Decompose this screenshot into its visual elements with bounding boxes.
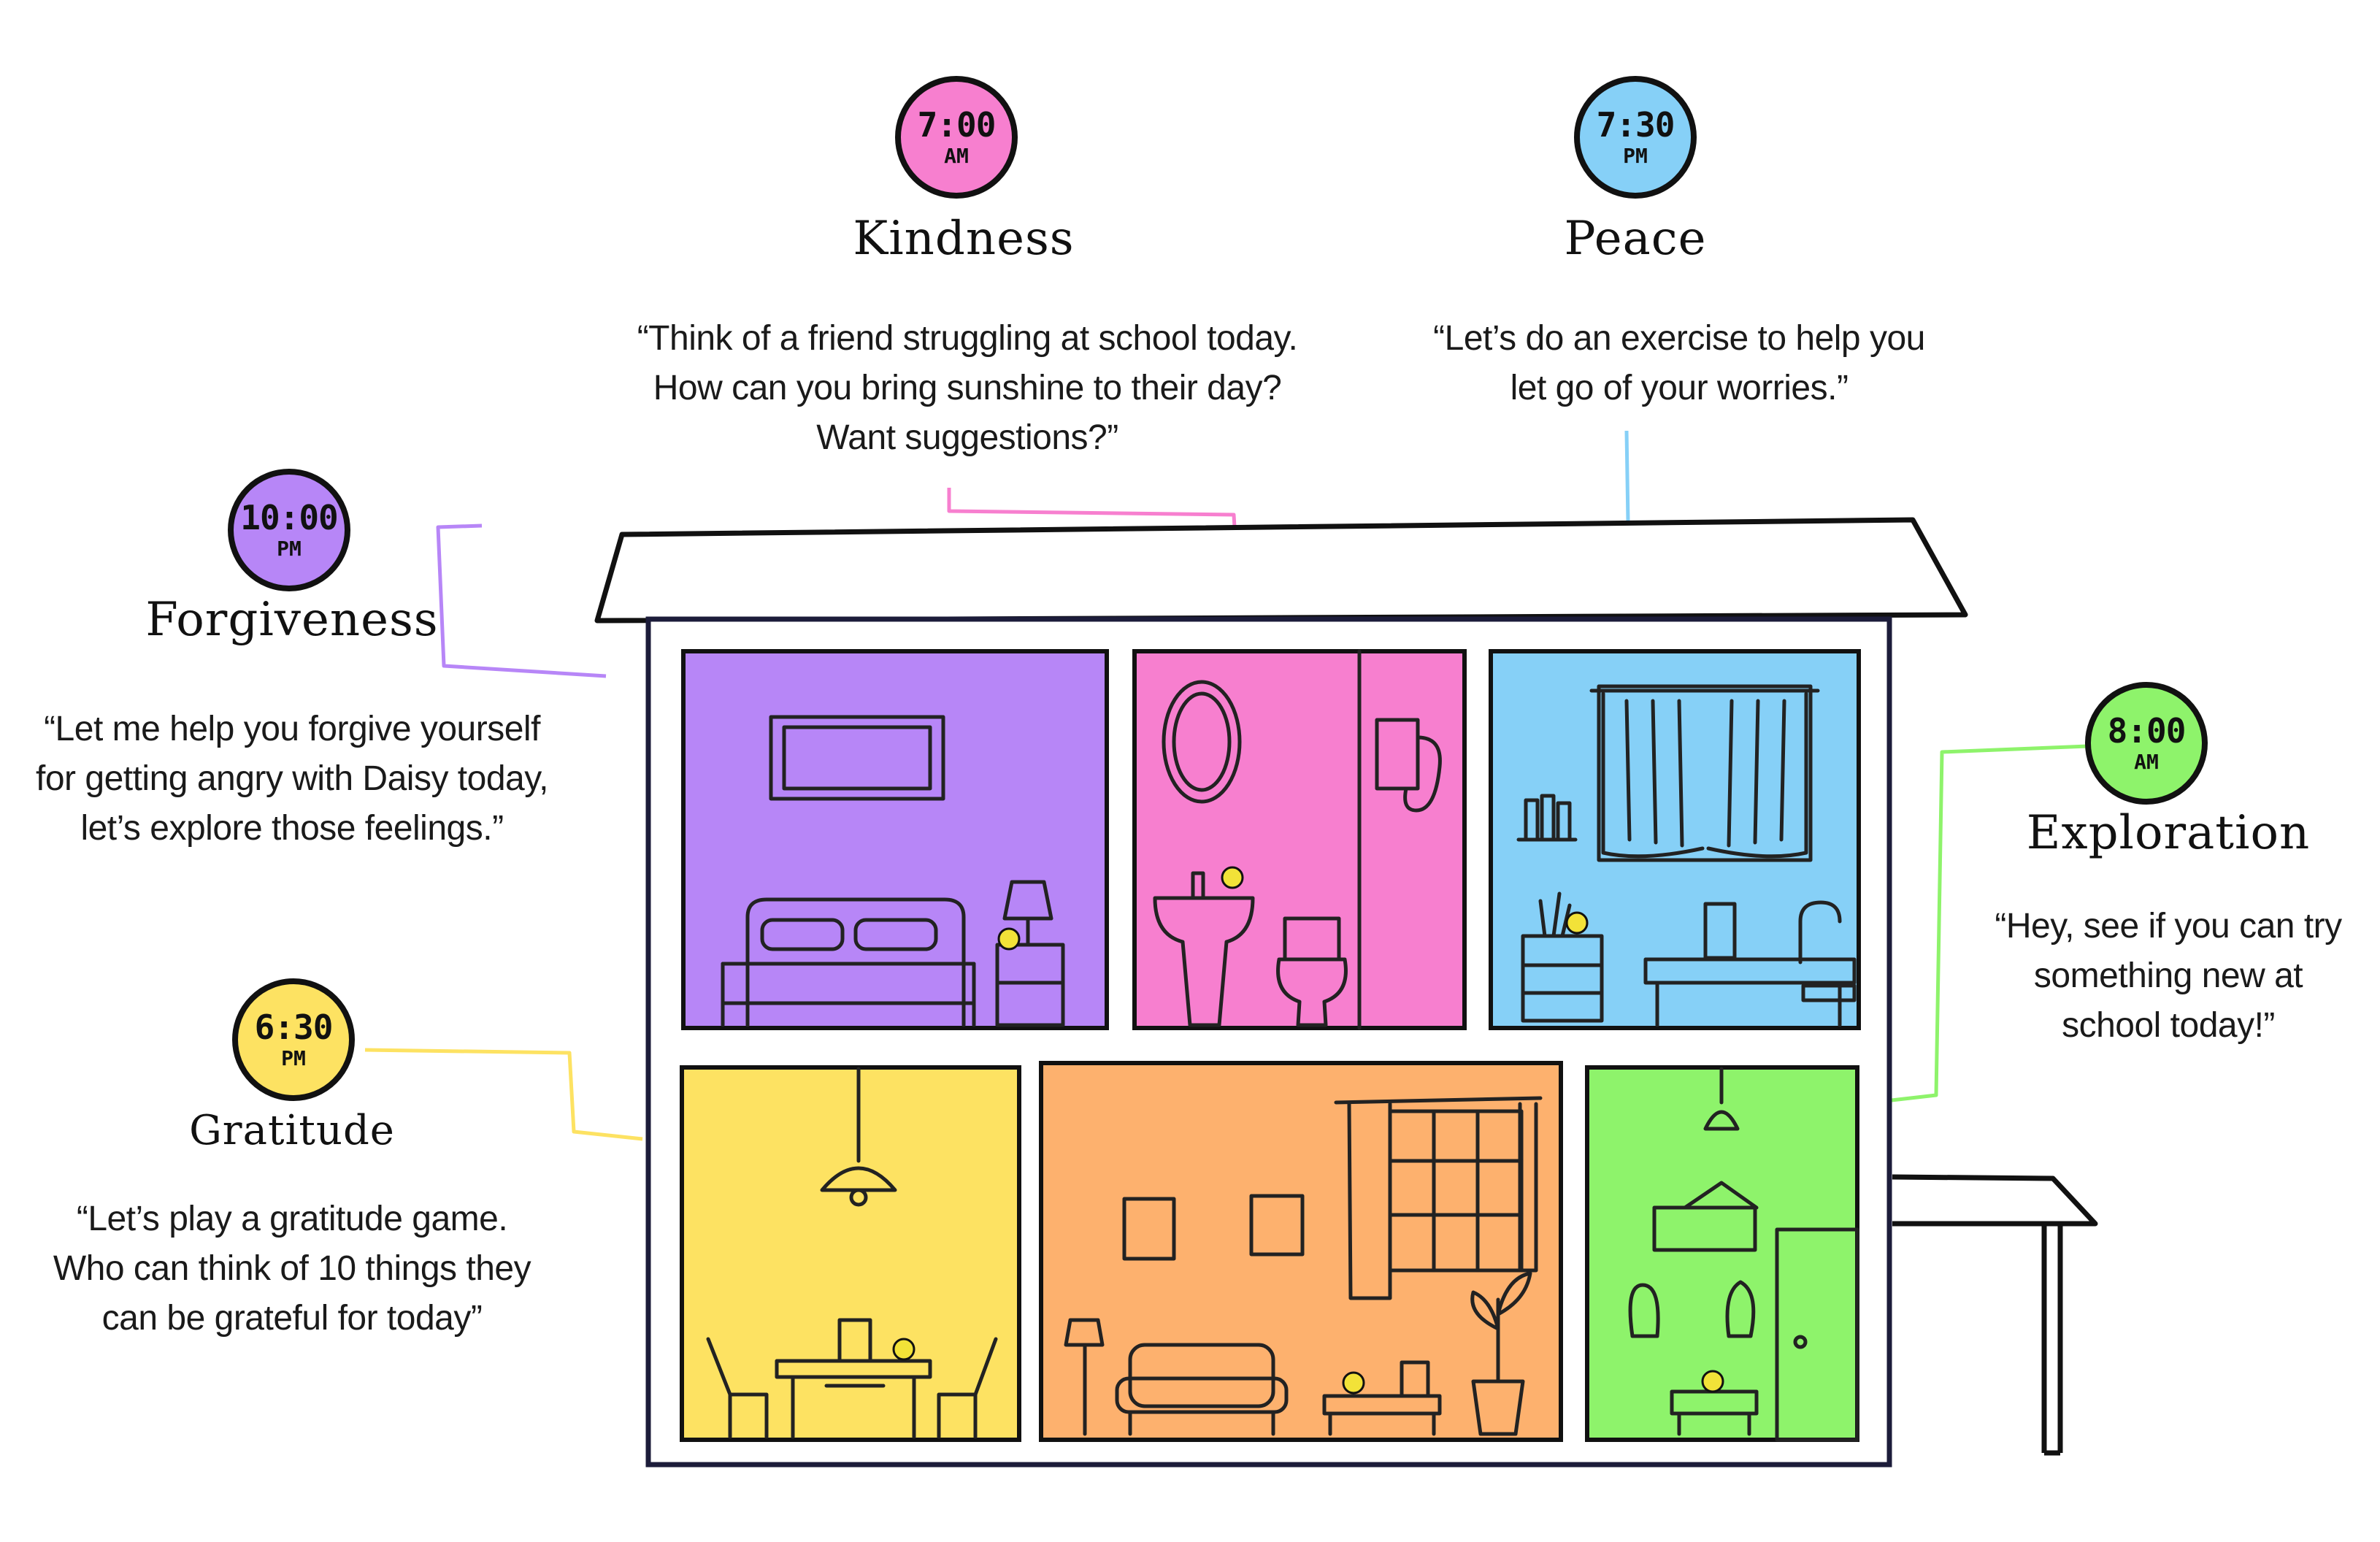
gratitude-quote: “Let’s play a gratitude game. Who can th… xyxy=(53,1200,531,1338)
exploration-quote: “Hey, see if you can try something new a… xyxy=(1995,907,2342,1045)
forgiveness-title: Forgiveness xyxy=(145,593,439,647)
speaker-dot-dining xyxy=(892,1338,915,1361)
exploration-time: 8:00 xyxy=(2107,711,2187,751)
kindness-title: Kindness xyxy=(853,212,1075,266)
gratitude-connector xyxy=(364,1048,643,1141)
exploration-time-badge: 8:00 AM xyxy=(2085,682,2208,805)
gratitude-ampm: PM xyxy=(281,1046,306,1070)
forgiveness-quote: “Let me help you forgive yourself for ge… xyxy=(36,710,548,848)
peace-time: 7:30 xyxy=(1596,105,1675,145)
peace-title: Peace xyxy=(1564,212,1707,266)
forgiveness-time-badge: 10:00 PM xyxy=(228,469,350,591)
kindness-time: 7:00 xyxy=(917,105,997,145)
kindness-time-badge: 7:00 AM xyxy=(895,76,1018,199)
awning xyxy=(1892,1174,2098,1456)
kindness-quote: “Think of a friend struggling at school … xyxy=(637,319,1298,457)
forgiveness-ampm: PM xyxy=(277,537,302,561)
kindness-ampm: AM xyxy=(944,144,969,168)
peace-quote: “Let’s do an exercise to help you let go… xyxy=(1433,319,1925,407)
gratitude-title: Gratitude xyxy=(189,1107,395,1154)
gratitude-time: 6:30 xyxy=(254,1008,334,1047)
forgiveness-time: 10:00 xyxy=(240,498,338,537)
speaker-dot-bathroom xyxy=(1221,866,1244,889)
roof xyxy=(594,517,1968,624)
peace-ampm: PM xyxy=(1623,144,1648,168)
exploration-ampm: AM xyxy=(2134,750,2159,774)
speaker-dot-office xyxy=(1565,911,1589,935)
exploration-title: Exploration xyxy=(2026,806,2311,860)
exploration-connector xyxy=(1884,744,2089,1103)
kindness-bathroom xyxy=(1132,649,1467,1030)
gratitude-time-badge: 6:30 PM xyxy=(232,978,355,1101)
speaker-dots xyxy=(892,866,1724,1395)
peace-time-badge: 7:30 PM xyxy=(1574,76,1697,199)
forgiveness-connector xyxy=(436,523,607,678)
speaker-dot-bedroom xyxy=(997,927,1021,951)
furniture xyxy=(706,649,1859,1442)
speaker-dot-entry xyxy=(1701,1370,1724,1393)
speaker-dot-living xyxy=(1342,1371,1365,1395)
